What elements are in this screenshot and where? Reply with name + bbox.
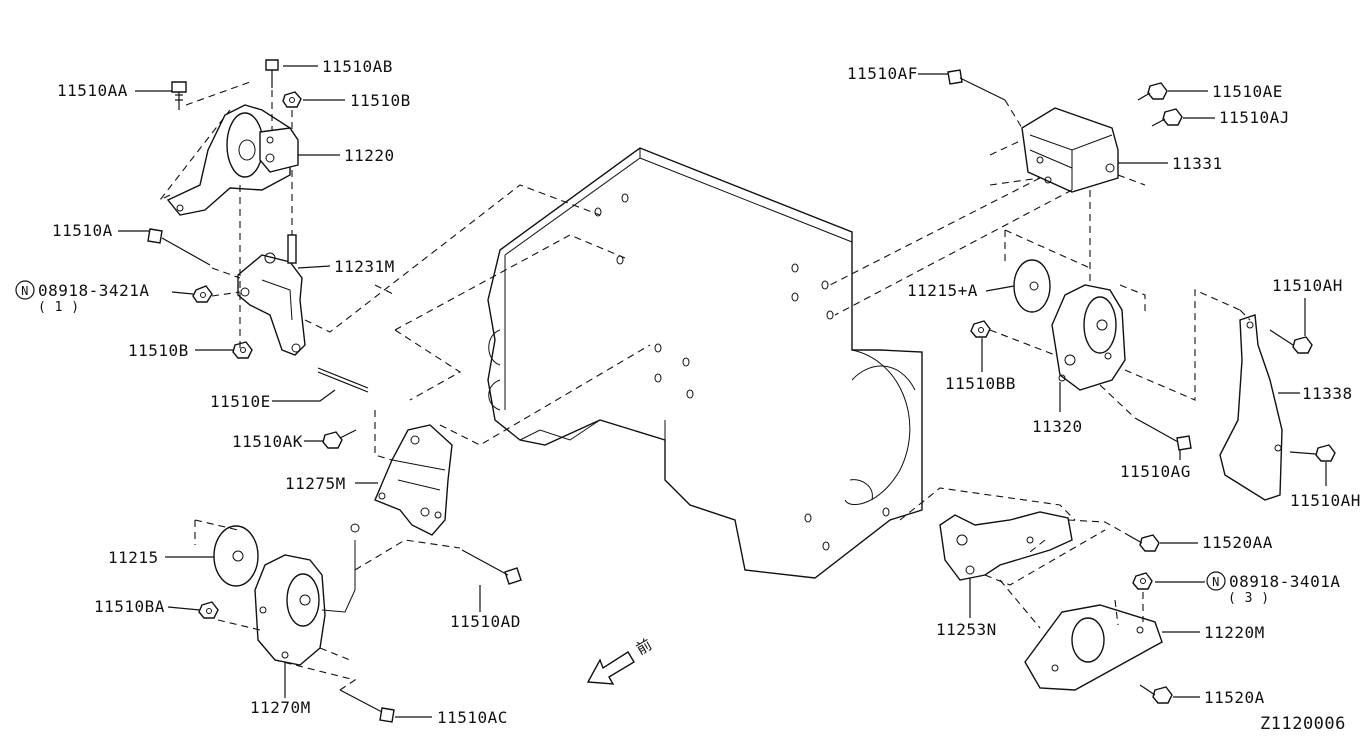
bolt-11510AE — [1137, 82, 1168, 101]
label-11338: 11338 — [1302, 384, 1353, 403]
insulator-11215A — [1013, 259, 1051, 313]
bolt-11510AH-top — [1269, 329, 1313, 354]
nut-11510BA — [198, 601, 219, 619]
bracket-11338 — [1219, 314, 1283, 501]
bolt-11510AD — [461, 549, 522, 585]
label-11510A: 11510A — [52, 221, 113, 240]
bolt-11510AH-bottom — [1289, 444, 1336, 462]
label-11510AH-top: 11510AH — [1272, 276, 1343, 295]
label-08918-3401A: 08918-3401A — [1229, 572, 1340, 591]
label-11215: 11215 — [108, 548, 159, 567]
n-symbol-text-left: N — [21, 284, 29, 298]
insulator-11215 — [213, 525, 259, 587]
leader-lines — [118, 65, 1327, 718]
label-08918-3421A: 08918-3421A — [38, 281, 149, 300]
label-11510BA: 11510BA — [94, 597, 165, 616]
label-11215A: 11215+A — [907, 281, 978, 300]
label-08918-3401A-qty: ( 3 ) — [1228, 591, 1270, 606]
circled-n-symbol-right: N — [1206, 571, 1226, 591]
bracket-11220M — [1024, 604, 1163, 691]
n-symbol-text-right: N — [1212, 575, 1220, 589]
label-11510AA: 11510AA — [57, 81, 128, 100]
stud-11510E — [317, 367, 369, 393]
bolt-11510AK — [322, 429, 357, 449]
engine-block — [487, 147, 923, 579]
label-11220M: 11220M — [1204, 623, 1265, 642]
front-mark: 前 — [633, 635, 655, 658]
label-11510BB: 11510BB — [945, 374, 1016, 393]
label-11520AA: 11520AA — [1202, 533, 1273, 552]
label-11510E: 11510E — [210, 392, 271, 411]
label-11275M: 11275M — [285, 474, 346, 493]
label-11510AF: 11510AF — [847, 64, 918, 83]
mount-11320 — [1051, 284, 1126, 391]
bolt-11510AJ — [1151, 108, 1183, 127]
engine-mount-11220 — [166, 104, 299, 216]
bolt-11520A — [1139, 684, 1173, 704]
phantom-lines — [159, 81, 1251, 691]
bracket-11275M — [374, 424, 453, 536]
bolt-11520AA — [1127, 534, 1160, 552]
label-11510AC: 11510AC — [437, 708, 508, 727]
nut-11510BB — [970, 320, 991, 338]
label-11510AK: 11510AK — [232, 432, 303, 451]
label-08918-3421A-qty: ( 1 ) — [38, 300, 80, 315]
bolt-11510AF — [947, 69, 1006, 101]
label-11520A: 11520A — [1204, 688, 1265, 707]
label-11220: 11220 — [344, 146, 395, 165]
bolt-11510AG — [1134, 417, 1192, 451]
mount-11270M — [254, 523, 360, 666]
bolt-11510AC — [339, 689, 395, 723]
diagram-id: Z1120006 — [1260, 714, 1346, 734]
circled-n-symbol-left: N — [15, 280, 35, 300]
front-direction-arrow: 前 — [586, 635, 655, 685]
bracket-11331 — [1021, 107, 1119, 193]
label-11510AH-bottom: 11510AH — [1290, 491, 1361, 510]
nut-11510B-top — [282, 91, 302, 108]
nut-08918-3421A — [192, 285, 213, 303]
label-11231M: 11231M — [334, 257, 395, 276]
label-11510AG: 11510AG — [1120, 462, 1191, 481]
bolt-11510AA — [171, 81, 187, 110]
bolt-11510AB — [265, 59, 279, 88]
label-11331: 11331 — [1172, 154, 1223, 173]
nut-08918-3401A — [1132, 572, 1153, 590]
label-11510AB: 11510AB — [322, 57, 393, 76]
label-11510B-bottom: 11510B — [128, 341, 189, 360]
label-11510B-top: 11510B — [350, 91, 411, 110]
label-11510AD: 11510AD — [450, 612, 521, 631]
label-11510AJ: 11510AJ — [1219, 108, 1290, 127]
part-labels: 11510AA 11510AB 11510B 11220 11510A 1123… — [38, 57, 1361, 734]
bolt-11510A — [147, 228, 211, 266]
label-11270M: 11270M — [250, 698, 311, 717]
label-11510AE: 11510AE — [1212, 82, 1283, 101]
bracket-11253N — [939, 511, 1073, 581]
bracket-11231M — [237, 234, 306, 356]
label-11253N: 11253N — [936, 620, 997, 639]
label-11320: 11320 — [1032, 417, 1083, 436]
nut-11510B-bottom — [232, 341, 253, 359]
